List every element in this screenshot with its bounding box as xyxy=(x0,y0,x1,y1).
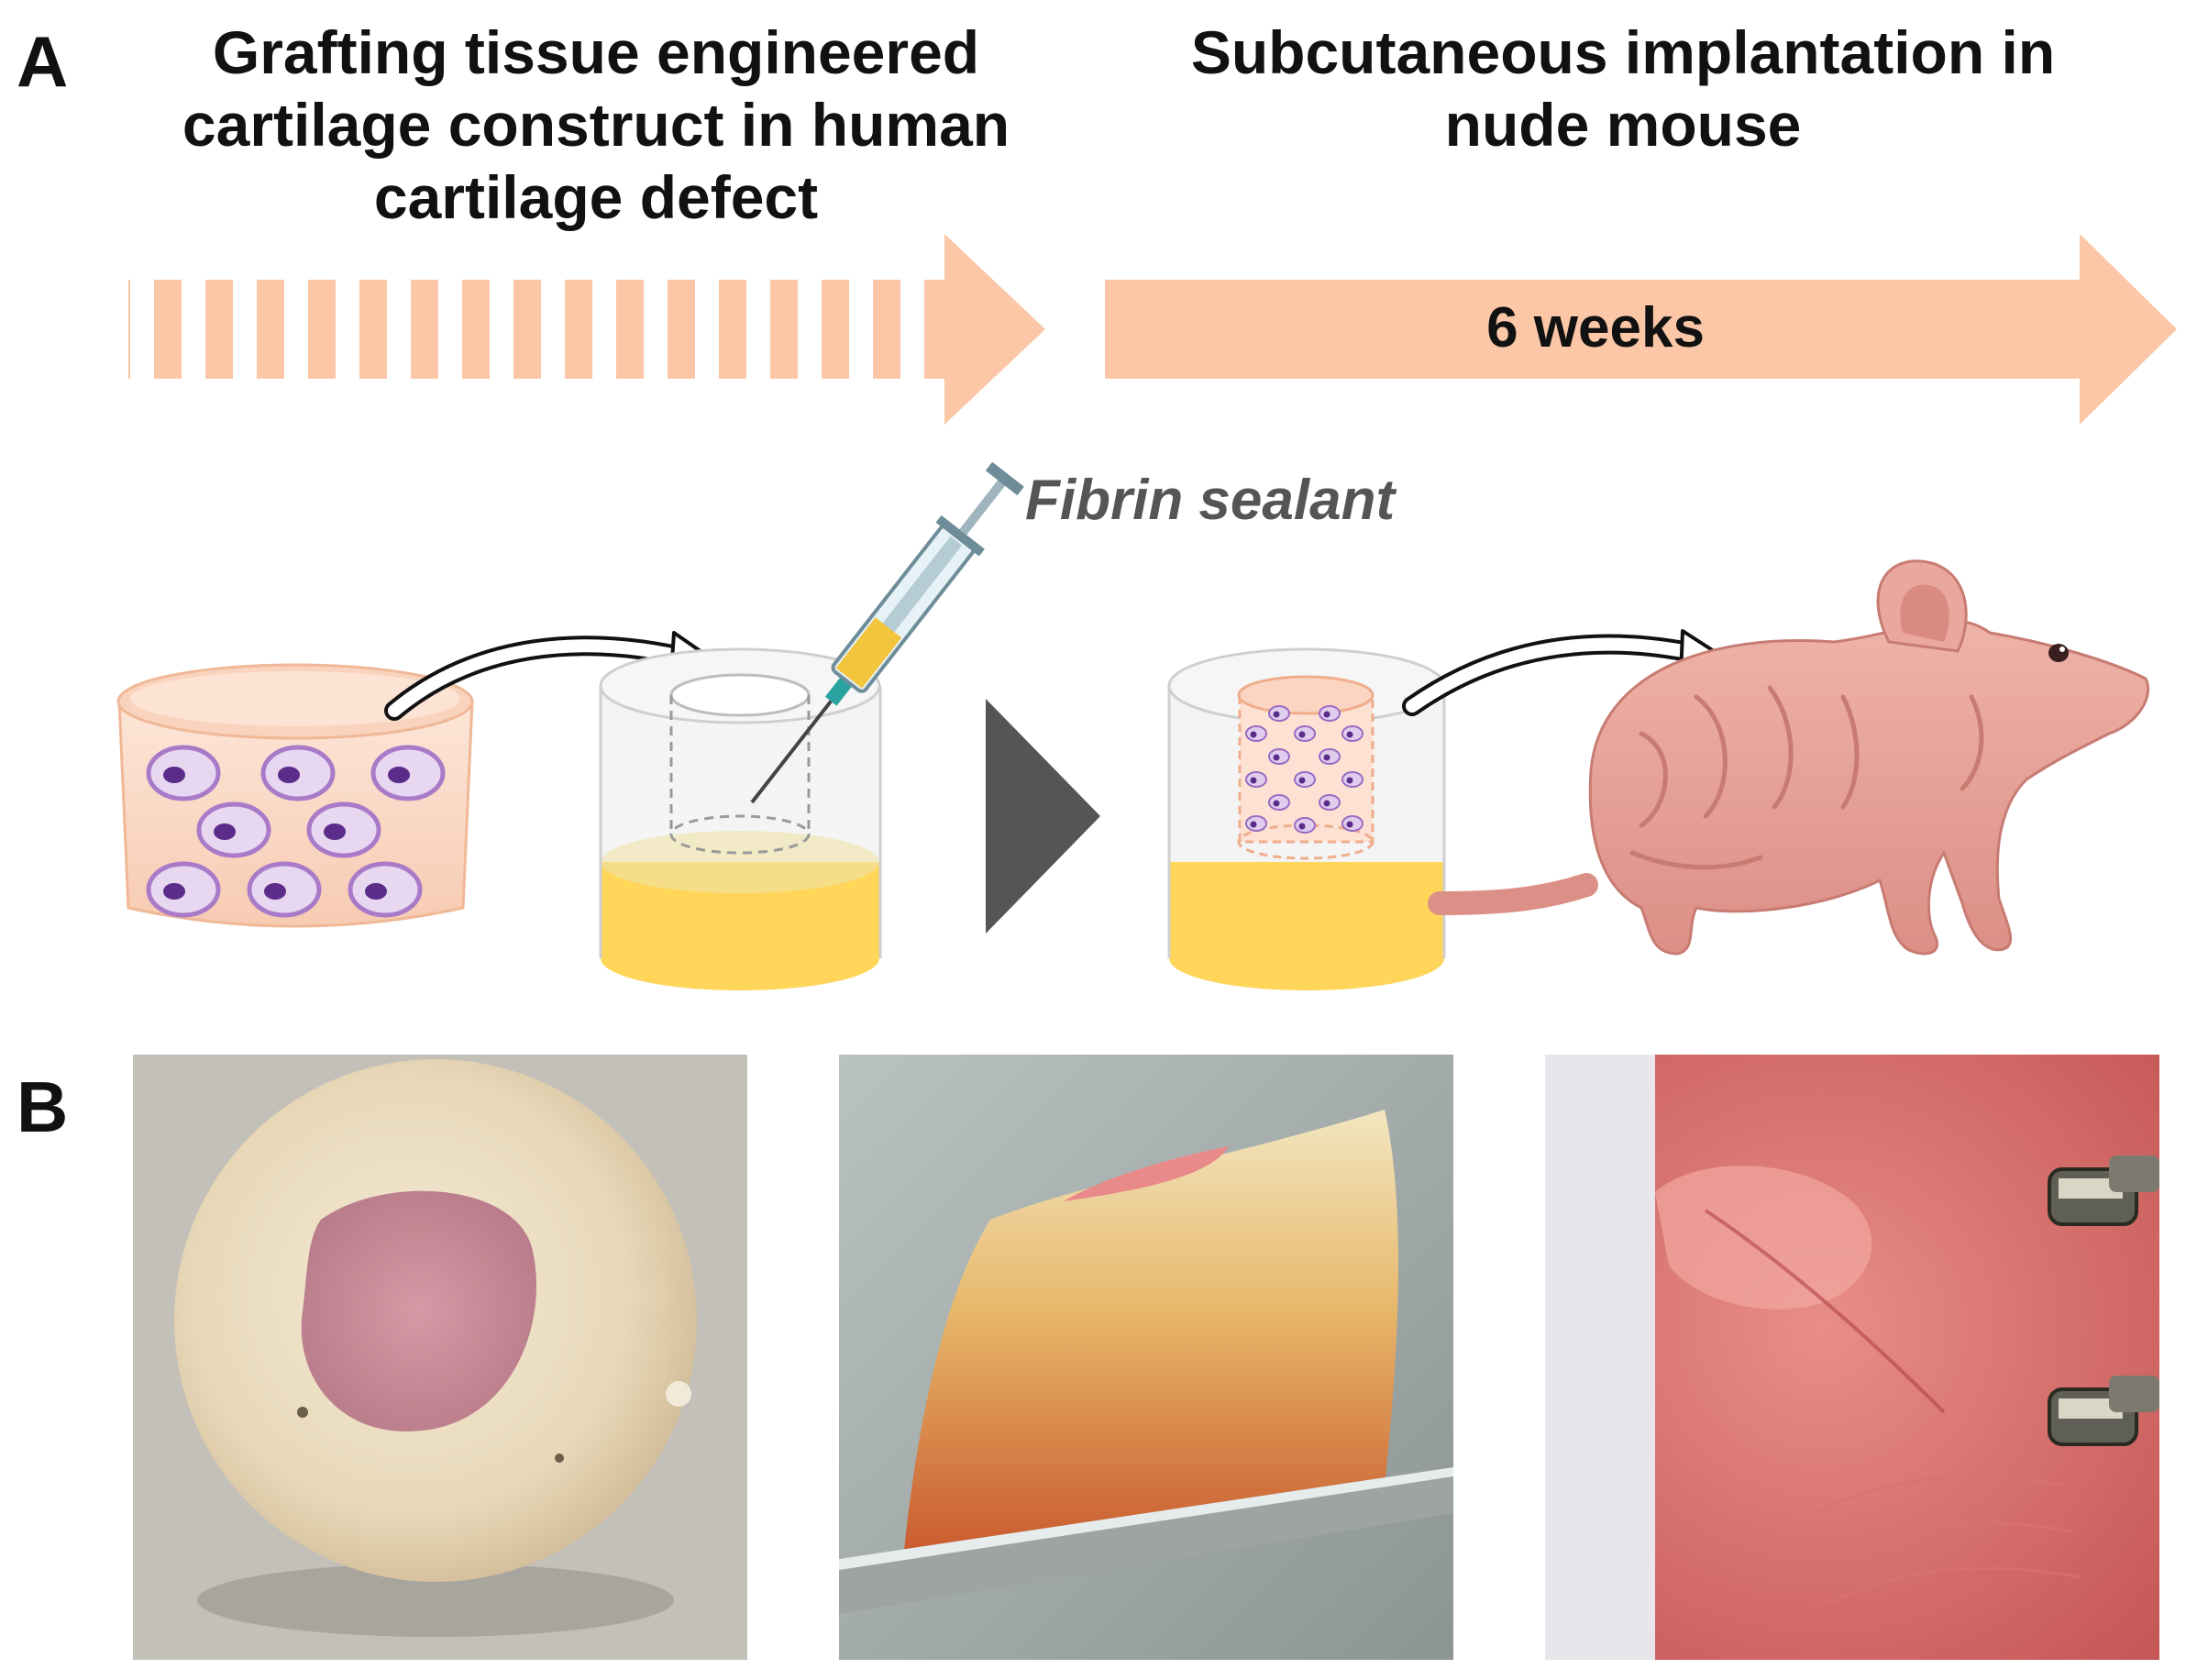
cell-scaffold-cup xyxy=(116,663,474,928)
right-phase-title: Subcutaneous implantation in nude mouse xyxy=(1190,18,2056,160)
panel-letter-b: B xyxy=(17,1067,69,1147)
skin-clip-upper xyxy=(2048,1155,2159,1226)
duration-label: 6 weeks xyxy=(1486,296,1705,359)
panel-letter-a: A xyxy=(17,21,69,102)
nude-mouse-illustration xyxy=(1428,559,2150,956)
left-phase-title: Grafting tissue engineered cartilage con… xyxy=(182,18,1010,232)
photo-cartilage-defect-top-view xyxy=(133,1055,747,1660)
fibrin-sealant-label: Fibrin sealant xyxy=(1025,469,1396,532)
grafted-construct-cylinder xyxy=(1167,647,1446,990)
syringe-icon xyxy=(750,461,1024,804)
photo-implanted-mouse-skin xyxy=(1545,1055,2159,1660)
next-step-triangle xyxy=(986,699,1100,934)
solid-timeline-arrow xyxy=(1105,234,2177,425)
striped-timeline-arrow xyxy=(128,234,1045,425)
skin-clip-lower xyxy=(2048,1376,2159,1446)
cartilage-defect-cylinder xyxy=(599,647,882,990)
photo-construct-side-view xyxy=(839,1055,1453,1660)
